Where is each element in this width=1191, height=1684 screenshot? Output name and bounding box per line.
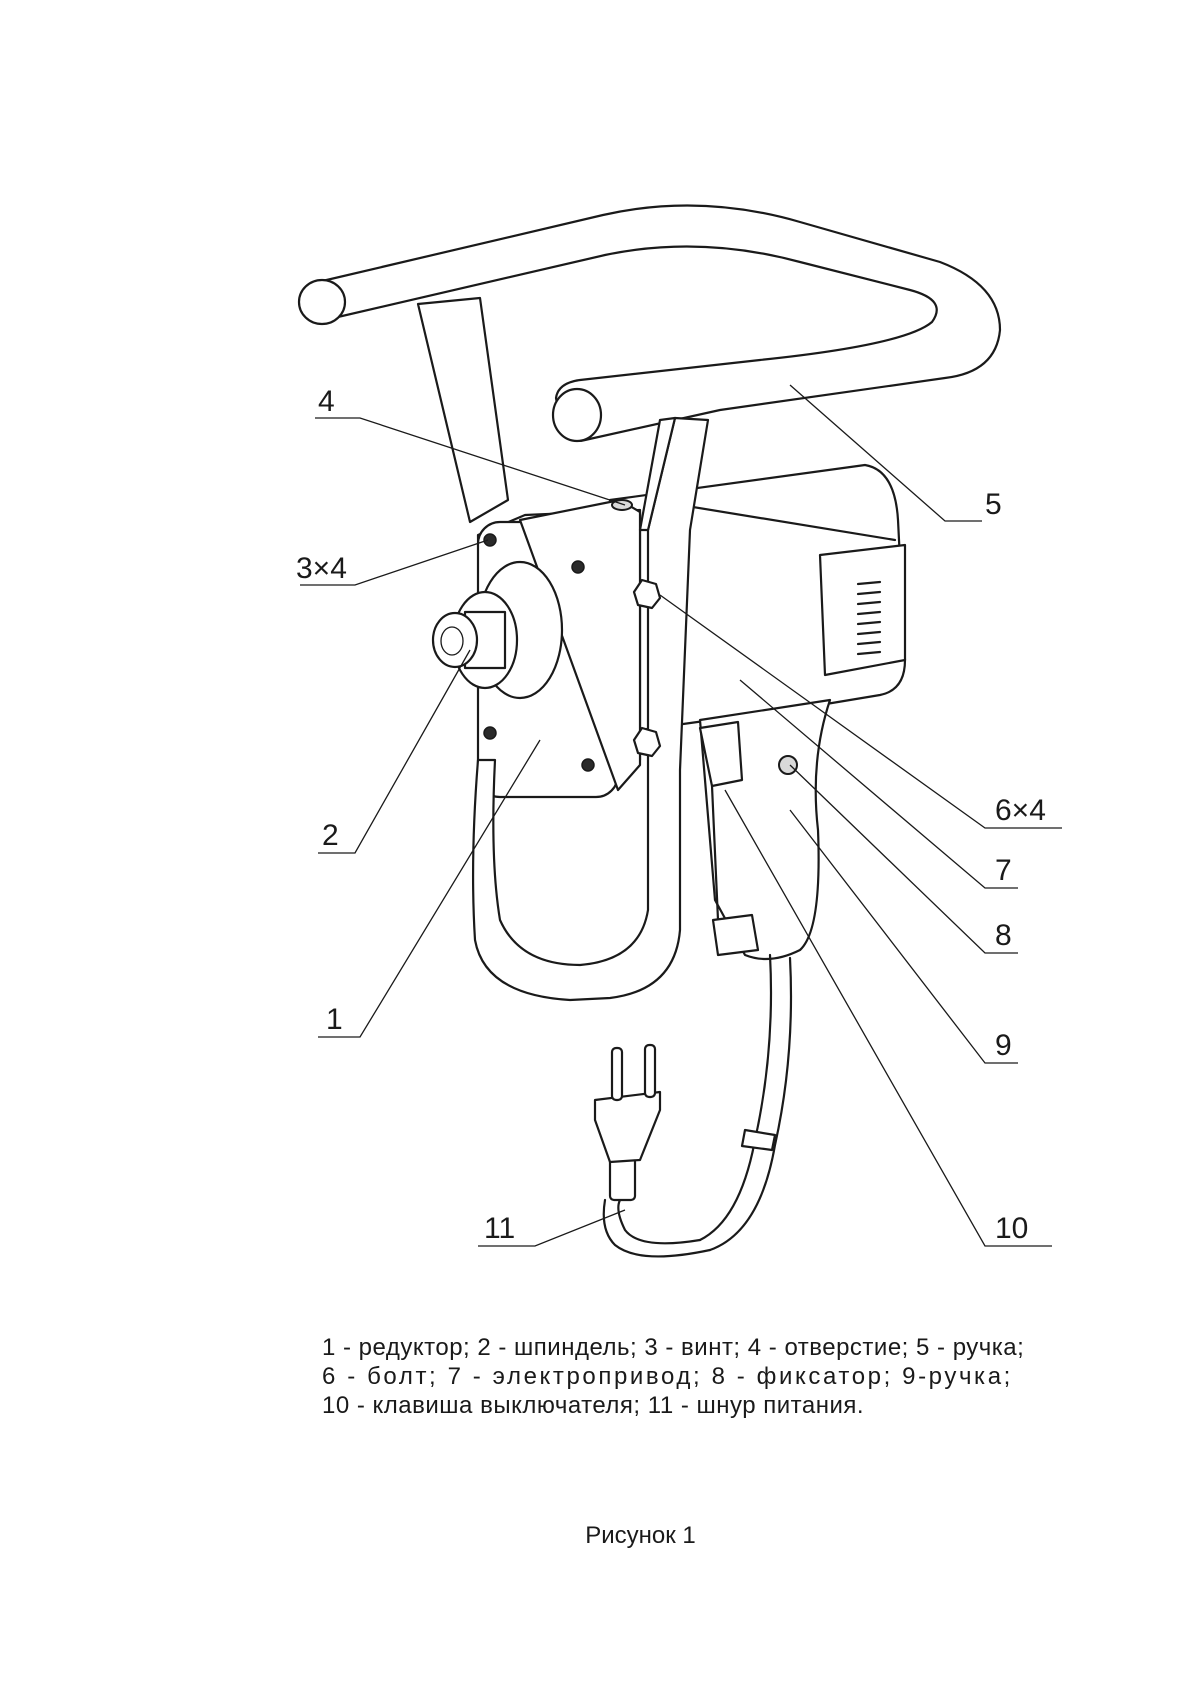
trigger	[698, 720, 760, 957]
plug-icon	[593, 1043, 662, 1202]
label-5: 5	[985, 488, 1002, 521]
label-10: 10	[995, 1212, 1028, 1245]
label-9: 9	[995, 1029, 1012, 1062]
label-3: 3×4	[296, 552, 347, 585]
label-2: 2	[322, 819, 339, 852]
label-8: 8	[995, 919, 1012, 952]
parts-legend: 1 - редуктор; 2 - шпиндель; 3 - винт; 4 …	[322, 1333, 1082, 1420]
label-11: 11	[484, 1212, 515, 1245]
label-7: 7	[995, 854, 1012, 887]
label-6: 6×4	[995, 794, 1046, 827]
spindle	[431, 560, 564, 700]
part-labels: 4 3×4 2 1 5 6×4 7 8 9 10 11	[296, 385, 1046, 1245]
legend-line-2: 6 - болт; 7 - электропривод; 8 - фиксато…	[322, 1363, 1013, 1390]
lock-button-icon	[778, 755, 798, 775]
figure-caption: Рисунок 1	[585, 1522, 696, 1549]
bracket-right	[471, 416, 710, 1002]
vent-slots-icon	[856, 580, 882, 656]
bolts	[632, 578, 662, 758]
leader-lines	[300, 384, 1062, 1247]
label-1: 1	[326, 1003, 343, 1036]
bracket-left	[416, 296, 510, 524]
power-cord	[593, 953, 793, 1258]
legend-line-3: 10 - клавиша выключателя; 11 - шнур пита…	[322, 1392, 865, 1419]
label-4: 4	[318, 385, 335, 418]
legend-line-1: 1 - редуктор; 2 - шпиндель; 3 - винт; 4 …	[322, 1334, 1025, 1361]
handle-bar	[297, 204, 1002, 443]
